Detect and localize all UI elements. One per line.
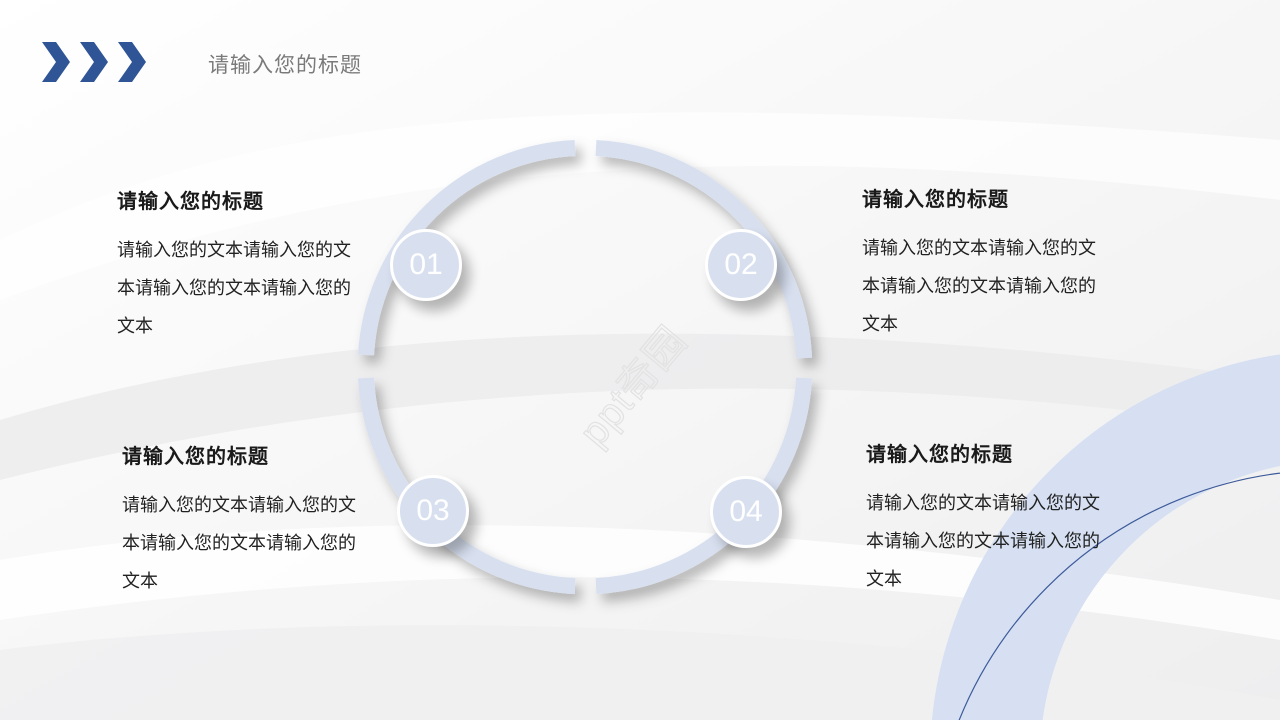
ring-segment-4	[595, 377, 812, 594]
step-text: 请输入您的文本请输入您的文本请输入您的文本请输入您的文本	[117, 240, 351, 337]
step-title: 请输入您的标题	[866, 442, 1013, 466]
step-text: 请输入您的文本请输入您的文本请输入您的文本请输入您的文本	[862, 238, 1096, 335]
step-block-01: 请输入您的标题 请输入您的文本请输入您的文本请输入您的文本请输入您的文本	[117, 185, 367, 346]
step-number-01: 01	[390, 229, 462, 301]
step-title: 请输入您的标题	[122, 444, 269, 468]
step-block-04: 请输入您的标题 请输入您的文本请输入您的文本请输入您的文本请输入您的文本	[866, 438, 1116, 599]
ring-segment-3	[358, 377, 576, 594]
step-text: 请输入您的文本请输入您的文本请输入您的文本请输入您的文本	[866, 493, 1100, 590]
step-number-02: 02	[705, 229, 777, 301]
step-title: 请输入您的标题	[117, 189, 264, 213]
step-text: 请输入您的文本请输入您的文本请输入您的文本请输入您的文本	[122, 495, 356, 592]
step-block-03: 请输入您的标题 请输入您的文本请输入您的文本请输入您的文本请输入您的文本	[122, 440, 372, 601]
ring-segment-1	[358, 140, 576, 356]
page-title: 请输入您的标题	[208, 53, 362, 77]
ring-segment-2	[595, 140, 812, 359]
step-block-02: 请输入您的标题 请输入您的文本请输入您的文本请输入您的文本请输入您的文本	[862, 183, 1112, 344]
step-title: 请输入您的标题	[862, 187, 1009, 211]
step-number-04: 04	[710, 476, 782, 548]
triple-chevron-icon	[42, 42, 146, 82]
step-number-03: 03	[397, 475, 469, 547]
